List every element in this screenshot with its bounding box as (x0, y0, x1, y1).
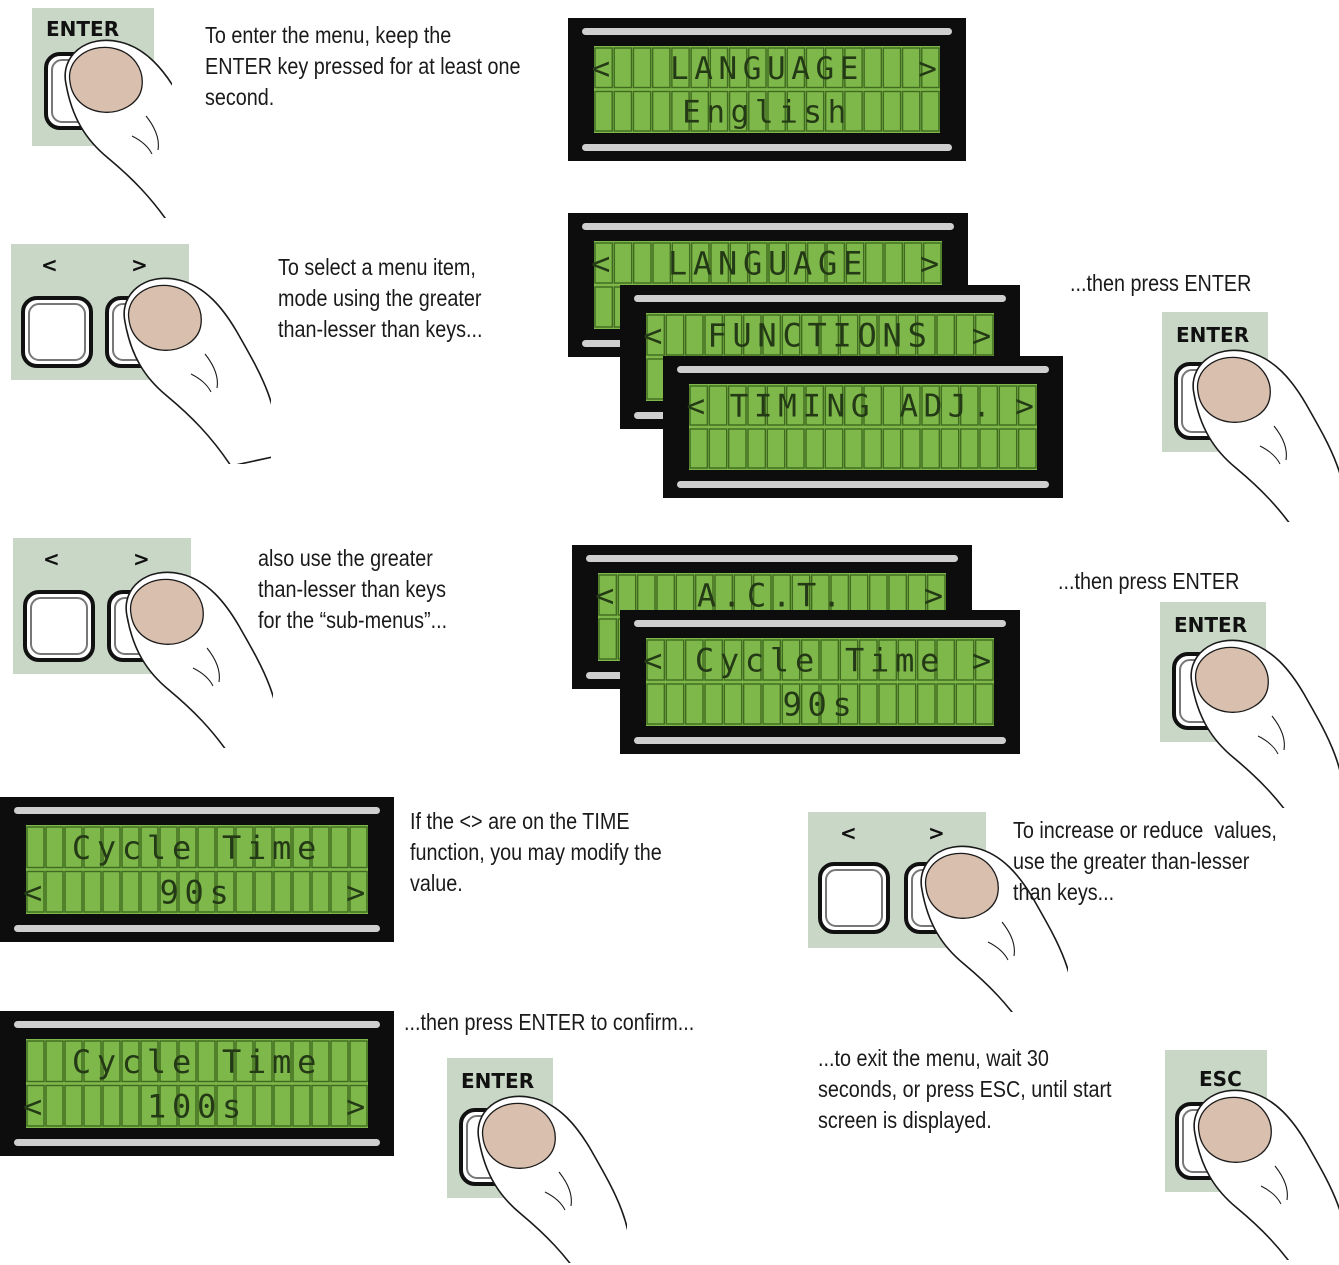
lcd-screen (646, 638, 994, 726)
finger-icon (1193, 1089, 1339, 1260)
lcd-line-2: 100s (147, 1087, 247, 1125)
enter-key-label: ENTER (46, 17, 119, 41)
step-select-item-text: To select a menu item, mode using the gr… (278, 254, 483, 342)
lcd-language: LANGUAGE English < > (568, 18, 966, 161)
lcd-left-arrow: < (23, 873, 48, 911)
lcd-left-arrow: < (643, 317, 668, 355)
lcd-right-arrow: > (918, 51, 942, 87)
left-key-label: < (41, 253, 58, 277)
lcd-line-2: 90s (159, 873, 234, 911)
lcd-line-1: Cycle Time (72, 829, 322, 867)
step-increase-reduce-text: To increase or reduce values, use the gr… (1013, 817, 1277, 905)
lcd-stack-timing: TIMING ADJ. < > (663, 356, 1063, 498)
esc-key-label: ESC (1199, 1067, 1242, 1091)
right-key-label: > (133, 547, 150, 571)
enter-key-label: ENTER (461, 1069, 534, 1093)
enter-key-press-4: ENTER (447, 1058, 627, 1263)
right-key-label: > (928, 821, 945, 845)
arrow-keys-press-3: < > (808, 812, 1068, 1012)
finger-icon (1192, 349, 1339, 522)
finger-icon (125, 571, 273, 748)
lcd-right-arrow: > (924, 577, 949, 615)
lcd-line-2: English (682, 94, 852, 130)
lcd-right-arrow: > (346, 1087, 371, 1125)
lcd-right-arrow: > (972, 642, 997, 680)
lcd-line-1: Cycle Time (695, 642, 945, 680)
lcd-right-arrow: > (920, 245, 945, 283)
finger-icon (1190, 639, 1339, 808)
esc-key-press: ESC (1165, 1050, 1339, 1260)
lcd-screen (594, 46, 940, 133)
step-modify-time-text: If the <> are on the TIME function, you … (410, 808, 662, 896)
lcd-left-arrow: < (591, 245, 616, 283)
lcd-screen (26, 1039, 368, 1128)
lcd-line-1: LANGUAGE (668, 245, 868, 283)
lcd-cycle-time-sub: Cycle Time 90s < > (620, 610, 1020, 754)
arrow-keys-press-1: < > (11, 244, 271, 464)
enter-key-press: ENTER (32, 8, 172, 218)
lcd-line-1: FUNCTIONS (707, 317, 932, 355)
lcd-left-arrow: < (687, 389, 711, 425)
left-key-label: < (43, 547, 60, 571)
lcd-right-arrow: > (1015, 389, 1039, 425)
step-enter-menu-text: To enter the menu, keep the ENTER key pr… (205, 22, 521, 110)
lcd-screen (689, 384, 1037, 470)
enter-key-press-2: ENTER (1162, 312, 1339, 522)
step-submenus-text: also use the greater than-lesser than ke… (258, 545, 448, 633)
arrow-keys-press-2: < > (13, 538, 273, 748)
lcd-right-arrow: > (972, 317, 997, 355)
lcd-screen (26, 825, 368, 914)
enter-key-label: ENTER (1176, 323, 1249, 347)
step-then-enter-2-text: ...then press ENTER (1058, 568, 1240, 594)
lcd-left-arrow: < (591, 51, 615, 87)
left-key[interactable] (21, 296, 93, 368)
lcd-left-arrow: < (595, 577, 620, 615)
lcd-cycle-time-edit: Cycle Time 90s < > (0, 797, 394, 942)
finger-icon (123, 277, 271, 464)
lcd-line-2: 90s (782, 686, 857, 724)
enter-key-press-3: ENTER (1160, 602, 1339, 808)
lcd-line-1: Cycle Time (72, 1043, 322, 1081)
finger-icon (477, 1095, 627, 1263)
lcd-left-arrow: < (643, 642, 668, 680)
step-then-enter-1-text: ...then press ENTER (1070, 270, 1252, 296)
lcd-line-1: TIMING ADJ. (730, 389, 997, 425)
step-exit-menu-text: ...to exit the menu, wait 30 seconds, or… (818, 1045, 1112, 1133)
lcd-cycle-time-confirm: Cycle Time 100s < > (0, 1011, 394, 1156)
left-key-label: < (840, 821, 857, 845)
left-key[interactable] (23, 590, 95, 662)
lcd-line-1: A.C.T. (697, 577, 847, 615)
lcd-line-1: LANGUAGE (670, 51, 864, 87)
lcd-right-arrow: > (346, 873, 371, 911)
lcd-left-arrow: < (23, 1087, 48, 1125)
enter-key-label: ENTER (1174, 613, 1247, 637)
left-key[interactable] (818, 862, 890, 934)
step-confirm-text: ...then press ENTER to confirm... (404, 1009, 695, 1035)
right-key-label: > (131, 253, 148, 277)
